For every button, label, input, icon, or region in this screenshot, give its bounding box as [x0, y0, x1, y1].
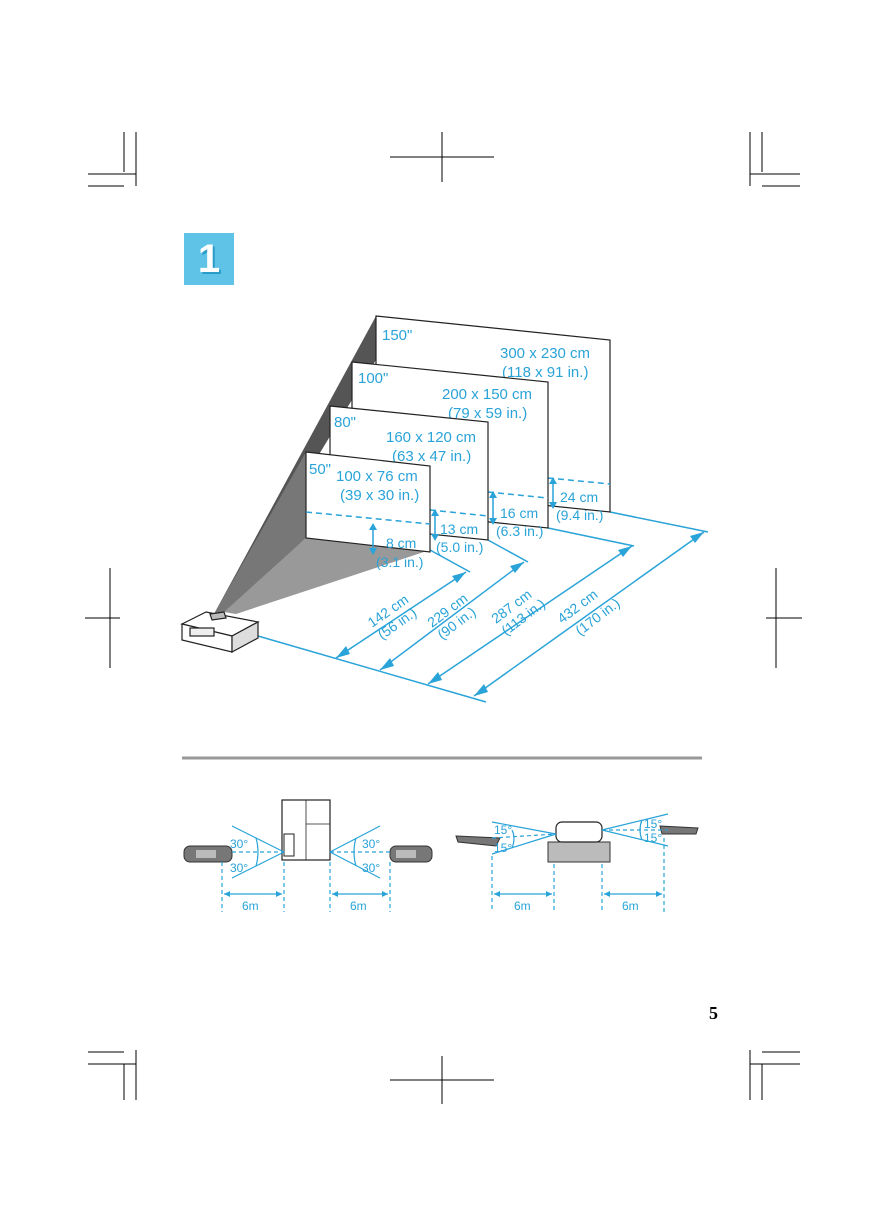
screen-150-diag: 150": [382, 327, 412, 344]
screen-100-diag: 100": [358, 370, 388, 387]
offset-150-in: (9.4 in.): [556, 507, 603, 523]
side-angle-left-lower: 15°: [494, 841, 512, 855]
screen-150-size-cm: 300 x 230 cm: [500, 345, 590, 362]
screen-100-size-cm: 200 x 150 cm: [442, 386, 532, 403]
lens-offsets: [369, 477, 557, 555]
screen-50-diag: 50": [309, 461, 331, 478]
offset-100-cm: 16 cm: [500, 505, 538, 521]
top-distance-left: 6m: [242, 899, 259, 913]
offset-80-cm: 13 cm: [440, 521, 478, 537]
screen-80-size-in: (63 x 47 in.): [392, 448, 471, 465]
remote-control-side-right-icon: [659, 825, 699, 835]
side-angle-right-upper: 15°: [644, 817, 662, 831]
top-distance-right: 6m: [350, 899, 367, 913]
side-distance-right: 6m: [622, 899, 639, 913]
throw-distance-lines: [335, 531, 705, 697]
remote-range-top-view: 30° 30° 30° 30° 6m 6m: [183, 799, 433, 913]
remote-control-side-left-icon: [455, 835, 501, 847]
remote-control-left-icon: [183, 845, 233, 863]
side-angle-right-lower: 15°: [644, 831, 662, 845]
floor-guides: [257, 511, 709, 703]
side-angle-left-upper: 15°: [494, 823, 512, 837]
screen-150-size-in: (118 x 91 in.): [502, 364, 588, 381]
top-angle-left-upper: 30°: [230, 837, 248, 851]
offset-50-in: (3.1 in.): [376, 554, 423, 570]
page-number: 5: [709, 1003, 718, 1023]
projection-beam: [214, 316, 430, 614]
screen-50: 50" 100 x 76 cm (39 x 30 in.): [305, 451, 431, 553]
lens-offset-labels: 24 cm (9.4 in.) 16 cm (6.3 in.) 13 cm (5…: [376, 489, 603, 570]
offset-80-in: (5.0 in.): [436, 539, 483, 555]
screen-80-size-cm: 160 x 120 cm: [386, 429, 476, 446]
screen-50-size-cm: 100 x 76 cm: [336, 468, 418, 485]
crop-marks: [85, 132, 802, 1104]
throw-distance-labels: 142 cm (56 in.) 229 cm (90 in.) 287 cm (…: [365, 586, 623, 642]
top-angle-left-lower: 30°: [230, 861, 248, 875]
top-angle-right-lower: 30°: [362, 861, 380, 875]
offset-50-cm: 8 cm: [386, 535, 416, 551]
screen-100-size-in: (79 x 59 in.): [448, 405, 527, 422]
side-distance-left: 6m: [514, 899, 531, 913]
projector-icon: [180, 611, 260, 654]
projector-side-body: [555, 821, 603, 843]
screen-50-size-in: (39 x 30 in.): [340, 487, 419, 504]
offset-150-cm: 24 cm: [560, 489, 598, 505]
screen-80-diag: 80": [334, 414, 356, 431]
projector-stand: [547, 841, 611, 863]
step-number-badge: 1: [184, 233, 234, 285]
offset-100-in: (6.3 in.): [496, 523, 543, 539]
top-angle-right-upper: 30°: [362, 837, 380, 851]
step-number: 1: [197, 236, 221, 281]
remote-control-right-icon: [389, 845, 433, 863]
remote-range-side-view: 15° 15° 15° 15° 6m 6m: [455, 813, 699, 913]
